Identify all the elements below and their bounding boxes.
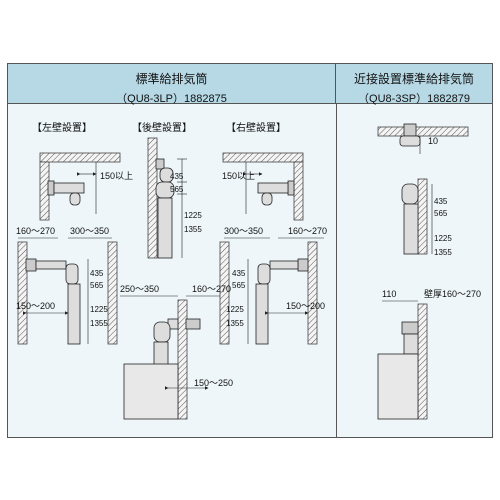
dim-1225-right: 1225 [226, 305, 244, 314]
dim-435-proximity: 435 [434, 197, 448, 206]
dim-110: 110 [382, 289, 396, 299]
dim-565-right: 565 [232, 281, 246, 290]
dim-300-350-left: 300～350 [70, 226, 109, 236]
back-wall-lower-figure: 250～350 160～270 150～250 [120, 284, 233, 420]
proximity-middle-figure: 435 565 1225 1355 [401, 178, 452, 257]
dim-150-250: 150～250 [194, 378, 233, 388]
header-standard-title: 標準給排気筒 [135, 72, 208, 86]
dim-250-350: 250～350 [120, 284, 159, 294]
right-wall-lower-figure: 300～350 160～270 435 565 1225 1355 150～20… [219, 226, 327, 345]
left-wall-lower-figure: 160～270 300～350 435 565 1225 1355 150～20… [16, 226, 118, 345]
back-wall-upper-figure: 435 565 1225 1355 [147, 137, 202, 259]
dim-150-over-left: 150以上 [100, 171, 133, 181]
dim-565-back: 565 [170, 185, 184, 194]
dim-160-270-left: 160～270 [16, 226, 55, 236]
dim-1355-proximity: 1355 [434, 248, 452, 257]
dim-150-200-right: 150～200 [286, 301, 325, 311]
dim-300-350-right: 300～350 [224, 226, 263, 236]
dim-150-200-left: 150～200 [16, 301, 55, 311]
label-right-wall: 【右壁設置】 [226, 121, 286, 134]
header-proximity-title: 近接設置標準給排気筒 [353, 72, 474, 86]
dim-10: 10 [428, 136, 438, 146]
column-divider [336, 104, 337, 437]
installation-diagram: 【左壁設置】 【後壁設置】 【右壁設置】 150以上 435 565 [16, 121, 481, 420]
header-proximity-model: （QU8-3SP）1882879 [358, 93, 470, 105]
dim-160-270-back: 160～270 [192, 284, 231, 294]
dim-435-right: 435 [232, 269, 246, 278]
right-wall-upper-figure: 150以上 [222, 152, 304, 221]
dim-565-proximity: 565 [434, 209, 448, 218]
header-proximity-flue: 近接設置標準給排気筒 （QU8-3SP）1882879 [336, 64, 492, 105]
dim-150-over-right: 150以上 [222, 171, 255, 181]
left-wall-upper-figure: 150以上 [39, 152, 133, 221]
proximity-lower-figure: 110 壁厚160～270 [377, 288, 481, 420]
diagram-sheet: 標準給排気筒 （QU8-3LP）1882875 近接設置標準給排気筒 （QU8-… [7, 63, 493, 438]
dim-wall-160-270: 壁厚160～270 [424, 288, 481, 299]
proximity-upper-figure: 10 [377, 123, 469, 154]
dim-565-left: 565 [90, 281, 104, 290]
dim-1355-right: 1355 [226, 319, 244, 328]
header-standard-flue: 標準給排気筒 （QU8-3LP）1882875 [8, 64, 336, 105]
dim-435-back: 435 [170, 172, 184, 181]
label-left-wall: 【左壁設置】 [32, 121, 92, 134]
dim-1355-back: 1355 [184, 225, 202, 234]
dim-1225-proximity: 1225 [434, 234, 452, 243]
dim-1225-back: 1225 [184, 211, 202, 220]
dim-435-left: 435 [90, 269, 104, 278]
dim-1225-left: 1225 [90, 305, 108, 314]
dim-160-270-right: 160～270 [288, 226, 327, 236]
label-back-wall: 【後壁設置】 [132, 121, 192, 134]
header-standard-model: （QU8-3LP）1882875 [116, 93, 227, 105]
dim-1355-left: 1355 [90, 319, 108, 328]
